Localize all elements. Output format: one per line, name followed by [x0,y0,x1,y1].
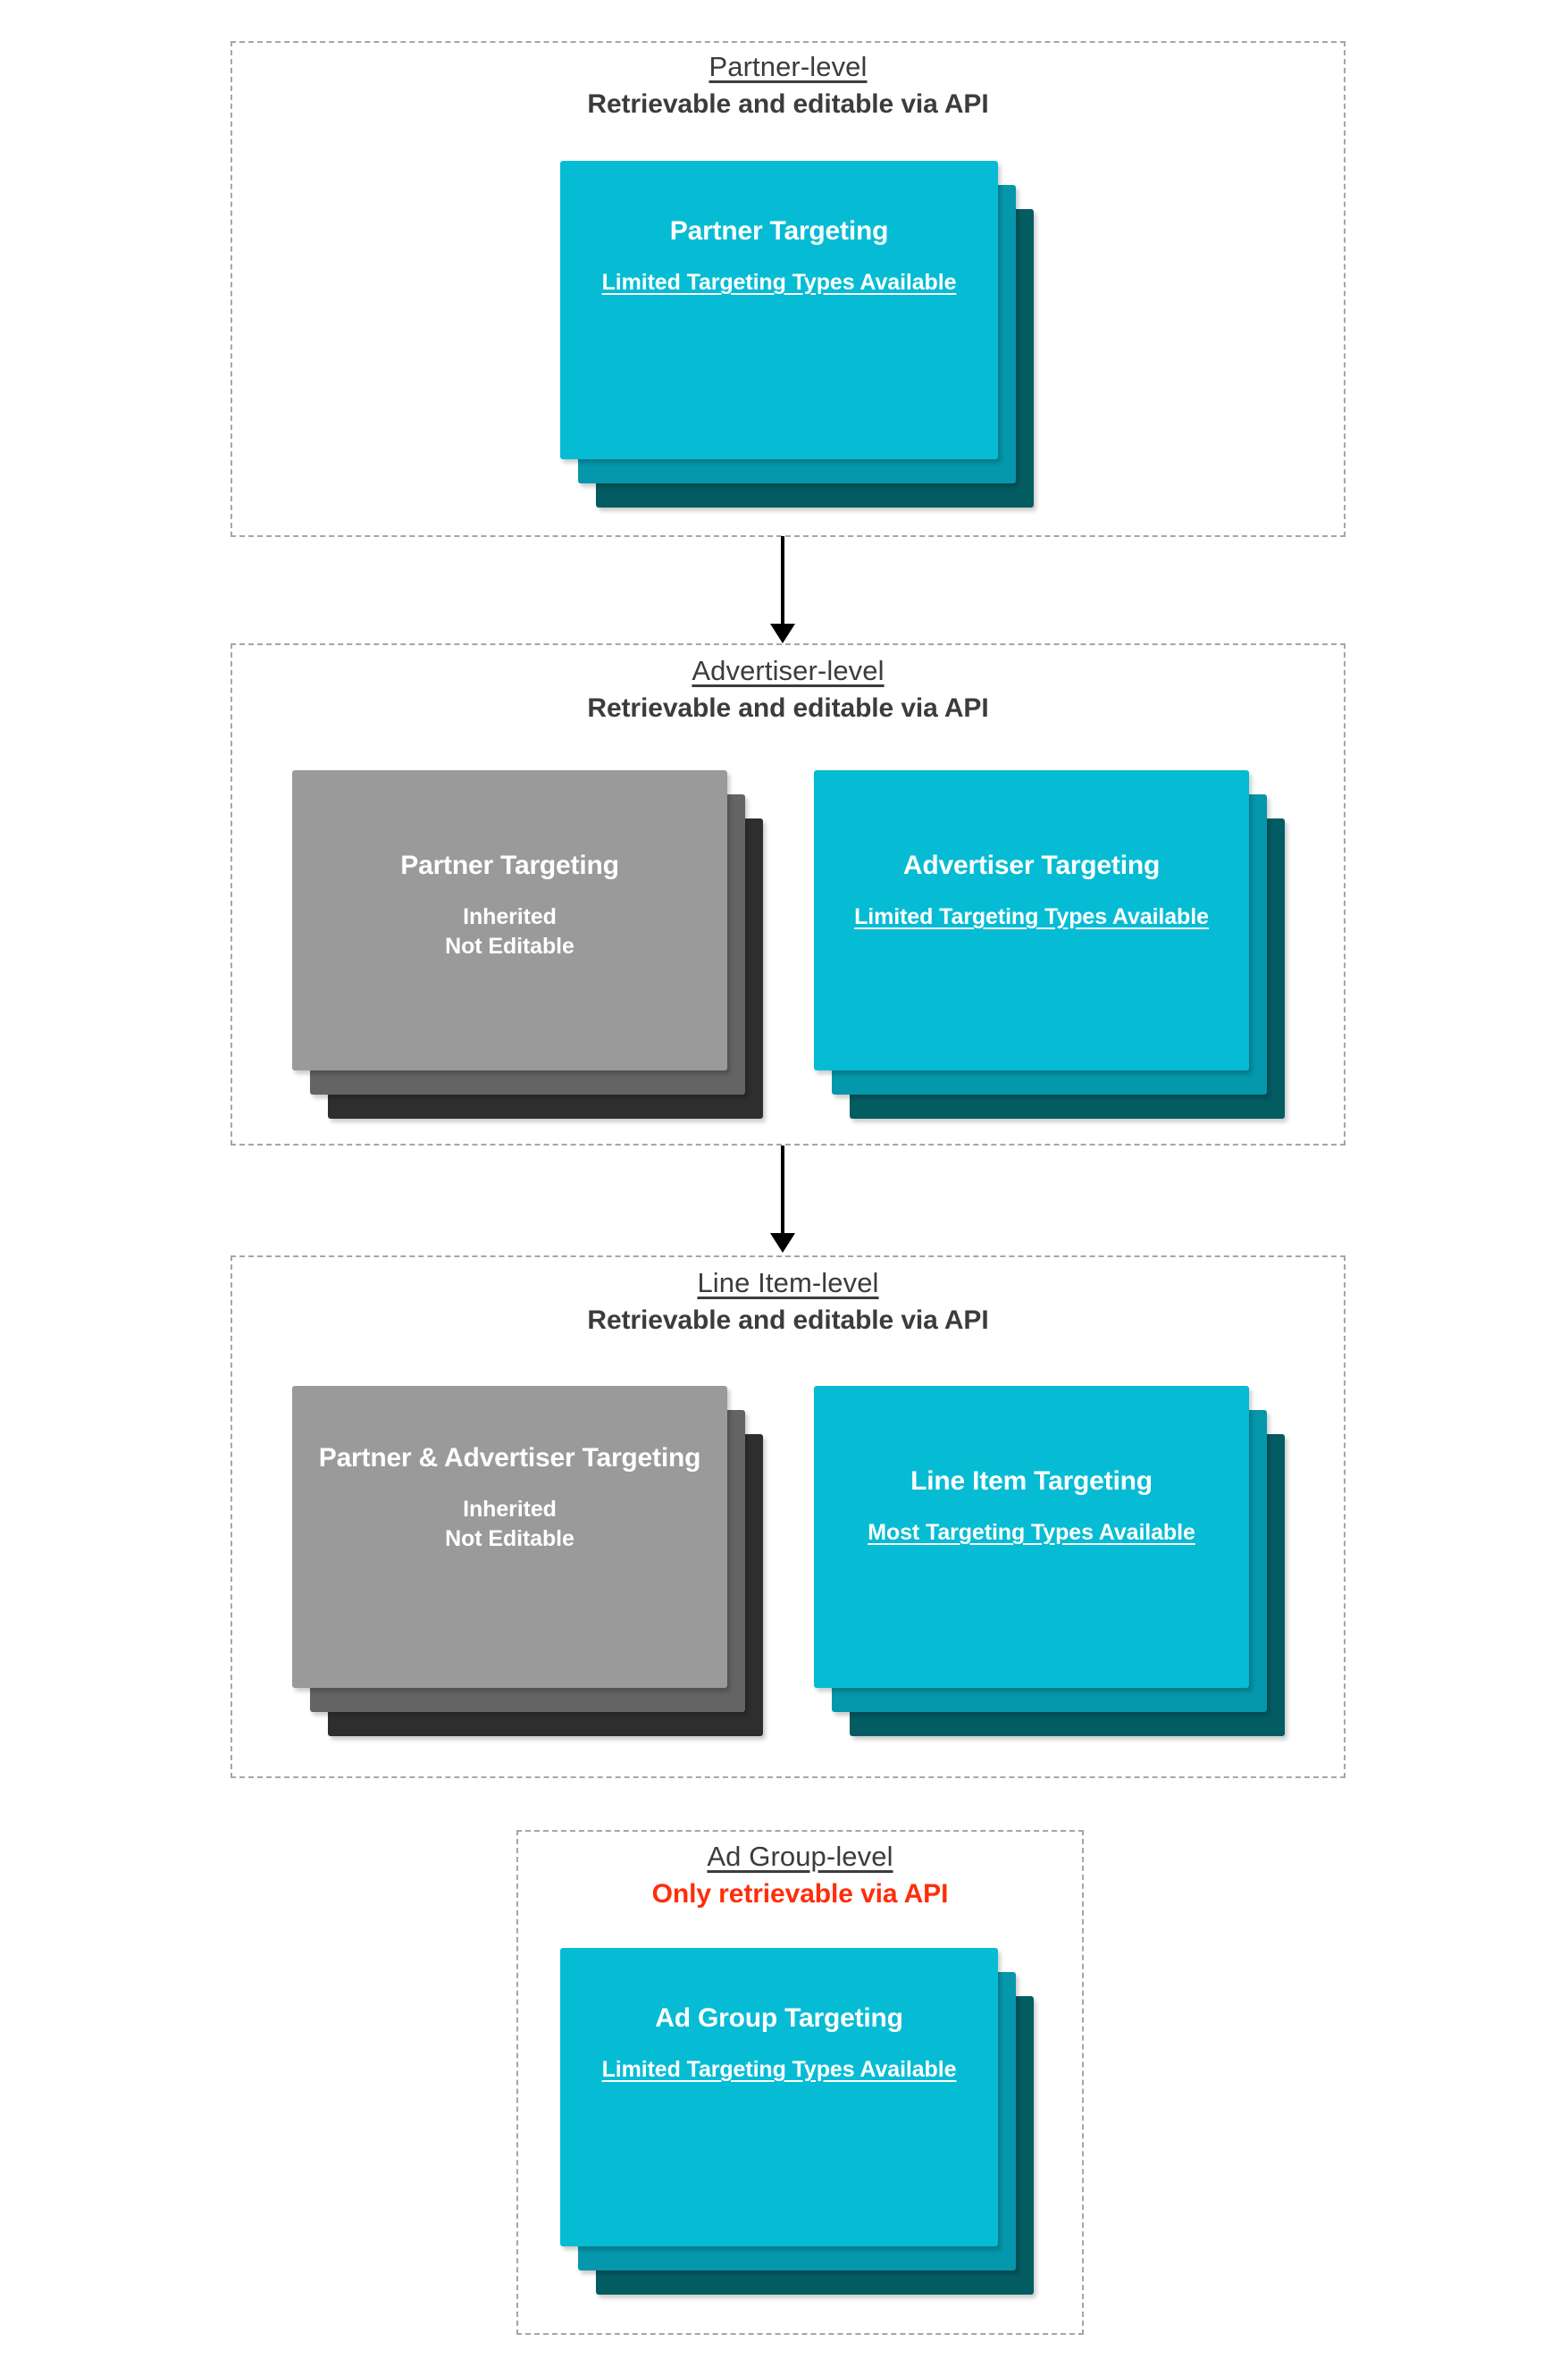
connector-advertiser-to-line-item [759,1146,806,1253]
card-stack-advertiser-targeting[interactable]: Advertiser Targeting Limited Targeting T… [814,770,1287,1119]
card-title: Partner & Advertiser Targeting [318,1443,701,1473]
level-title: Partner-level [709,51,868,82]
level-heading-ad-group: Ad Group-level Only retrievable via API [516,1841,1084,1910]
card-content: Partner Targeting Inherited Not Editable [292,849,727,961]
level-subtitle: Retrievable and editable via API [587,692,989,723]
card-note: Most Targeting Types Available [868,1520,1195,1546]
card-note: Inherited Not Editable [445,904,574,959]
card-note: Limited Targeting Types Available [601,2057,957,2083]
level-title: Advertiser-level [692,655,885,686]
card-title: Line Item Targeting [910,1466,1153,1496]
level-box-line-item [231,1255,1346,1778]
arrow-shaft [781,1146,784,1235]
level-subtitle: Retrievable and editable via API [587,88,989,119]
card-content: Partner & Advertiser Targeting Inherited… [292,1441,727,1553]
card-content: Line Item Targeting Most Targeting Types… [814,1465,1249,1548]
level-heading-partner: Partner-level Retrievable and editable v… [231,51,1346,121]
level-title: Ad Group-level [707,1841,893,1872]
arrow-shaft [781,536,784,625]
card-layer-front: Ad Group Targeting Limited Targeting Typ… [560,1948,998,2246]
card-layer-front: Line Item Targeting Most Targeting Types… [814,1386,1249,1688]
card-title: Advertiser Targeting [902,851,1161,880]
level-subtitle: Retrievable and editable via API [587,1305,989,1335]
card-note: Limited Targeting Types Available [601,270,957,296]
level-box-advertiser [231,643,1346,1146]
card-stack-line-item-inherited[interactable]: Partner & Advertiser Targeting Inherited… [292,1386,766,1736]
card-stack-advertiser-inherited[interactable]: Partner Targeting Inherited Not Editable [292,770,766,1119]
card-stack-ad-group-targeting[interactable]: Ad Group Targeting Limited Targeting Typ… [560,1948,1034,2295]
card-stack-partner-targeting[interactable]: Partner Targeting Limited Targeting Type… [560,161,1034,508]
arrow-head-icon [770,1233,795,1253]
card-title: Partner Targeting [400,851,619,880]
card-layer-front: Advertiser Targeting Limited Targeting T… [814,770,1249,1070]
card-note: Inherited Not Editable [445,1497,574,1551]
card-stack-line-item-targeting[interactable]: Line Item Targeting Most Targeting Types… [814,1386,1287,1736]
level-heading-line-item: Line Item-level Retrievable and editable… [231,1267,1346,1337]
connector-partner-to-advertiser [759,536,806,643]
level-title: Line Item-level [697,1267,879,1298]
card-content: Partner Targeting Limited Targeting Type… [560,214,998,298]
card-title: Partner Targeting [669,216,889,246]
level-heading-advertiser: Advertiser-level Retrievable and editabl… [231,655,1346,725]
card-layer-front: Partner & Advertiser Targeting Inherited… [292,1386,727,1688]
card-title: Ad Group Targeting [655,2003,903,2033]
level-box-ad-group [516,1830,1084,2335]
arrow-head-icon [770,624,795,643]
level-subtitle: Only retrievable via API [651,1878,949,1909]
card-content: Ad Group Targeting Limited Targeting Typ… [560,2002,998,2085]
card-layer-front: Partner Targeting Inherited Not Editable [292,770,727,1070]
level-box-partner [231,41,1346,537]
card-content: Advertiser Targeting Limited Targeting T… [814,849,1249,932]
card-note: Limited Targeting Types Available [854,904,1209,930]
card-layer-front: Partner Targeting Limited Targeting Type… [560,161,998,459]
